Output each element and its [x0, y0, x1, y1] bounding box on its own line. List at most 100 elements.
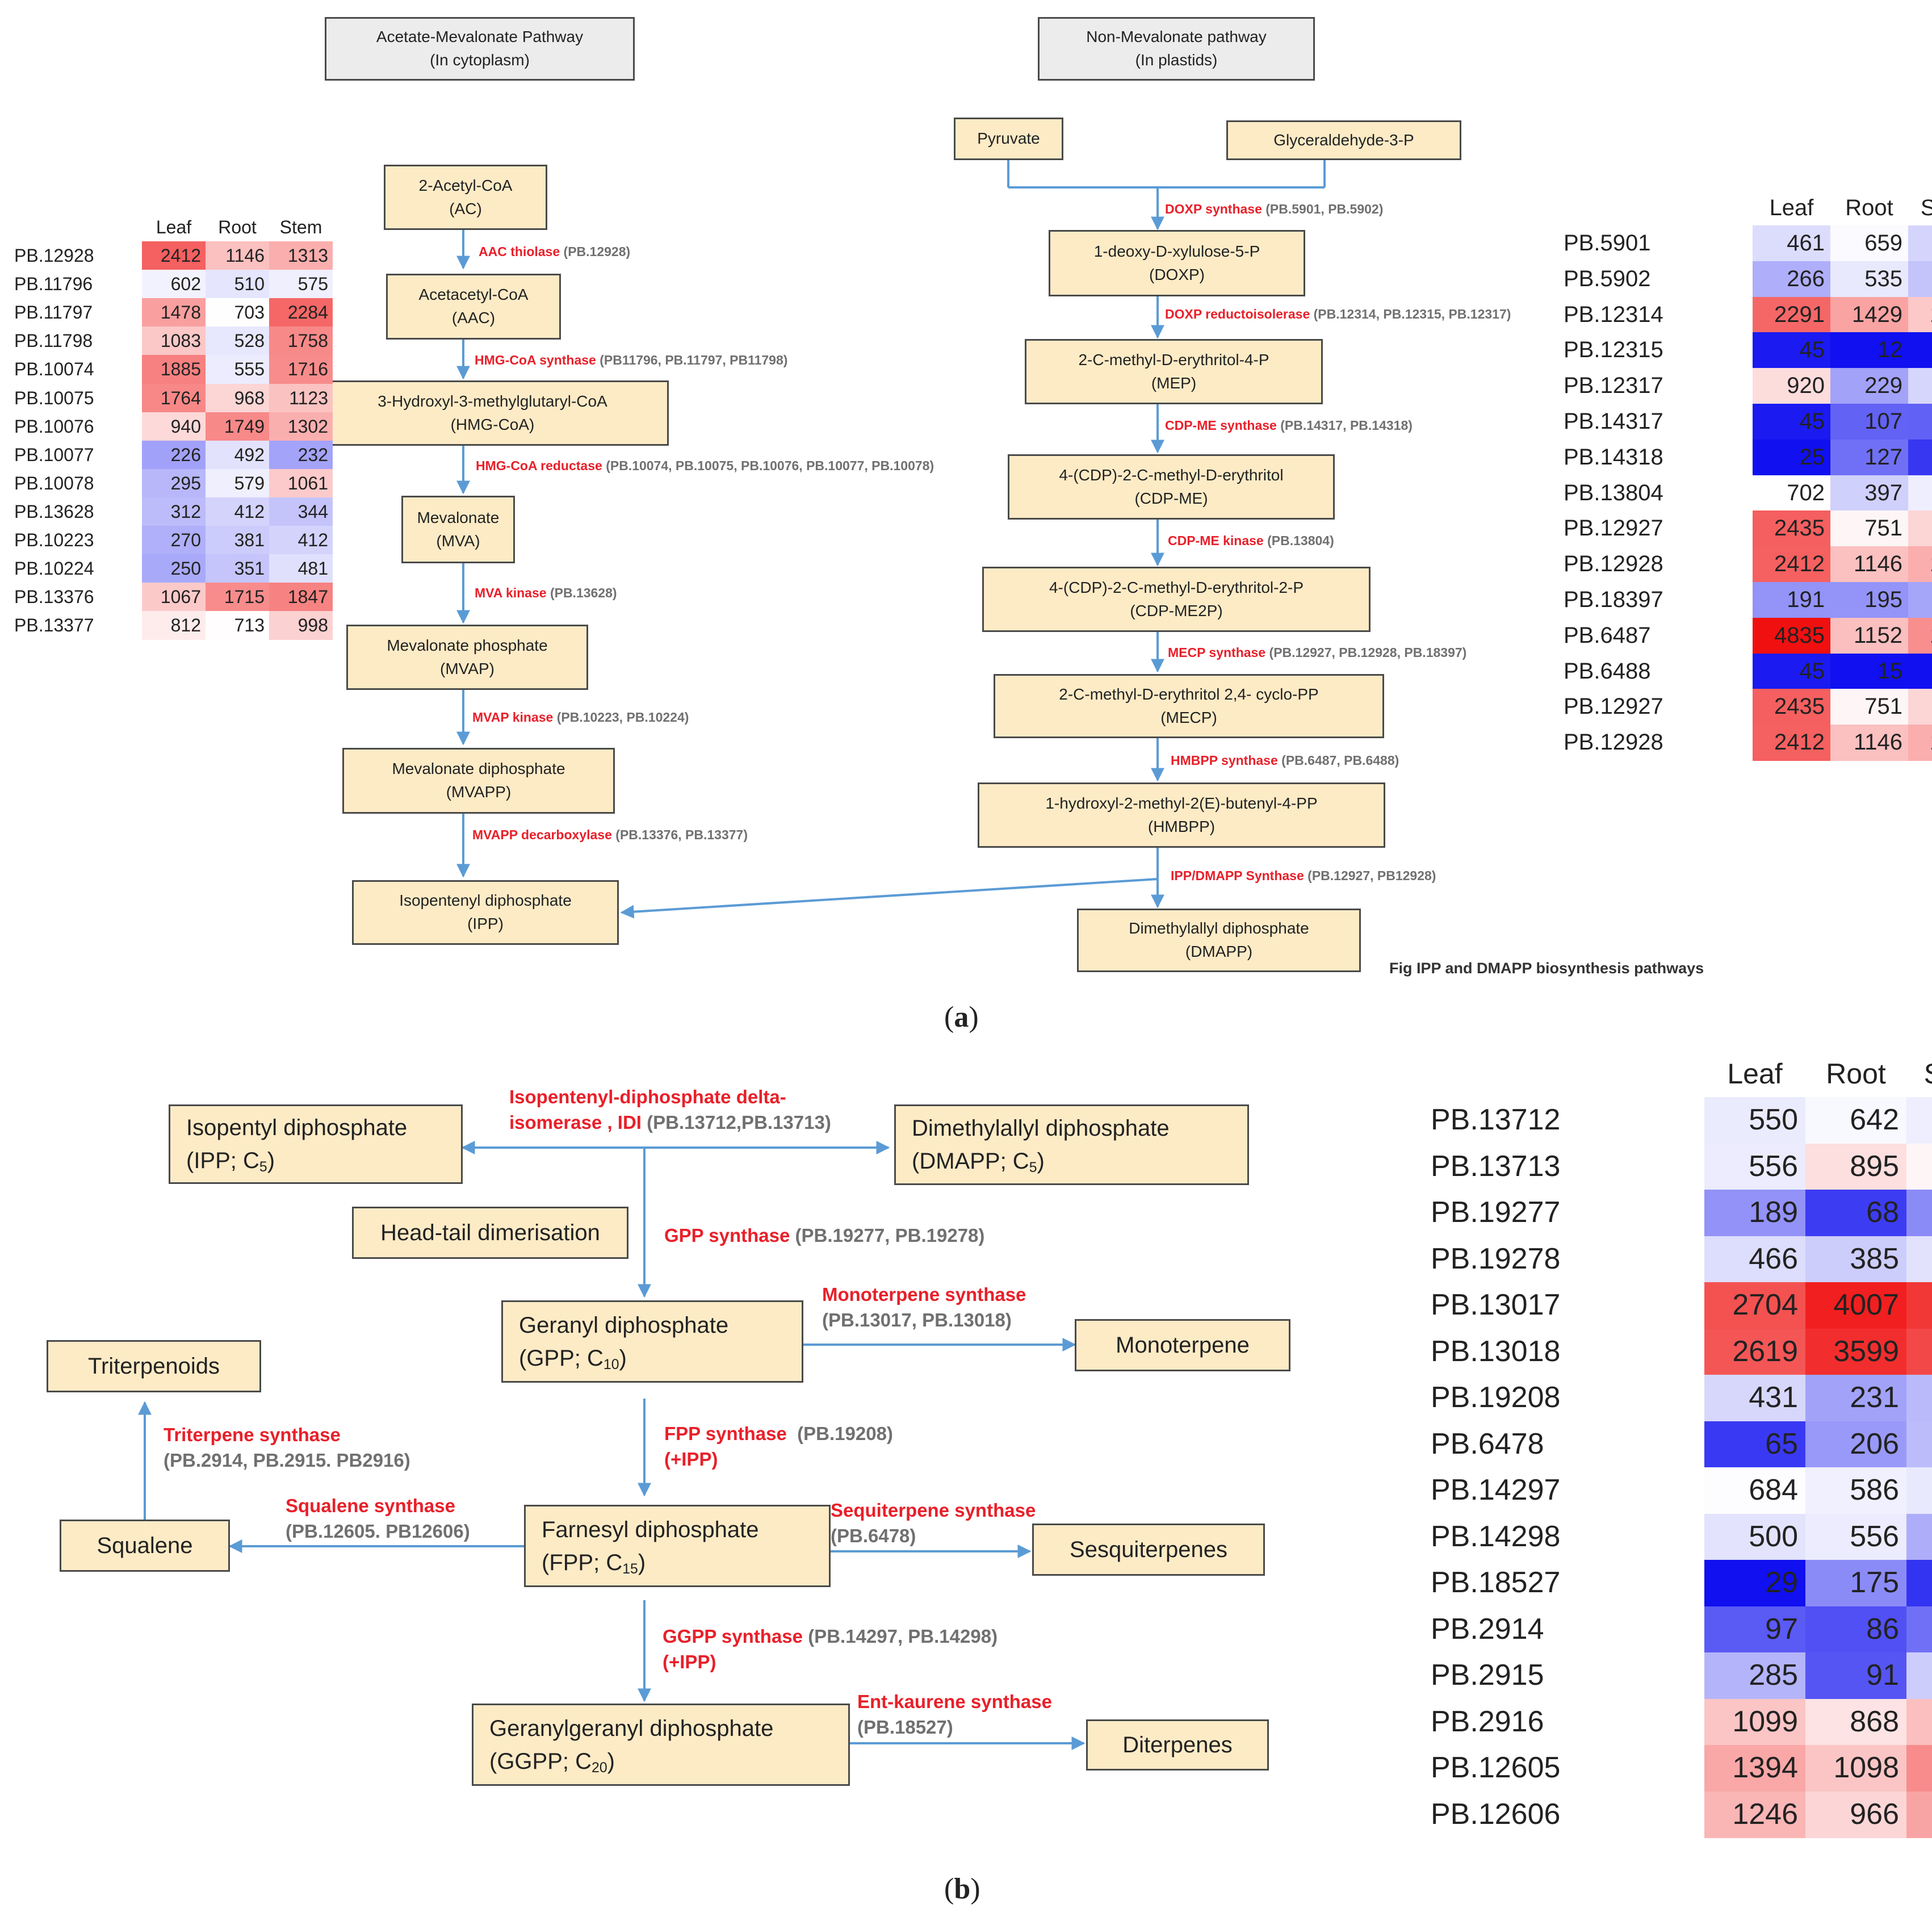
heatmap-cell: 2435 [1753, 510, 1830, 547]
heatmap-row-label: PB.10224 [14, 558, 94, 579]
heatmap-cell: 45 [1753, 332, 1830, 369]
enzyme-mvapp-decarboxylase: MVAPP decarboxylase (PB.13376, PB.13377) [472, 827, 748, 842]
enzyme-gpp-synthase: GPP synthase (PB.19277, PB.19278) [664, 1225, 985, 1246]
heatmap-cell: 461 [1753, 225, 1830, 262]
node-mep: 2-C-methyl-D-erythritol-4-P(MEP) [1025, 339, 1323, 404]
heatmap-cell: 29 [1704, 1560, 1805, 1607]
heatmap-row-label: PB.5901 [1564, 231, 1651, 256]
heatmap-cell: 195 [1830, 582, 1908, 618]
heatmap-cell: 1394 [1704, 1745, 1805, 1792]
node-acetacetyl-coa: Acetacetyl-CoA(AAC) [386, 274, 561, 340]
heatmap-row-label: PB.18397 [1564, 587, 1663, 612]
heatmap-cell: 3314 [1906, 1282, 1932, 1329]
heatmap-row-label: PB.13017 [1431, 1288, 1561, 1321]
enzyme-hmbpp-synthase: HMBPP synthase (PB.6487, PB.6488) [1171, 753, 1399, 768]
heatmap-cell: 920 [1753, 368, 1830, 404]
heatmap-row-label: PB.13018 [1431, 1334, 1561, 1368]
enzyme-ipp-dmapp-synthase: IPP/DMAPP Synthase (PB.12927, PB12928) [1171, 868, 1436, 883]
node-monoterpene: Monoterpene [1075, 1319, 1290, 1371]
node-ipp-b: Isopentyl diphosphate (IPP; C5) [169, 1104, 463, 1184]
heatmap-column-header: Root [218, 217, 257, 237]
heatmap-cell: 1764 [142, 383, 206, 413]
heatmap-row-label: PB.6488 [1564, 658, 1651, 684]
heatmap-cell: 895 [1805, 1143, 1906, 1190]
heatmap-cell: 1885 [142, 355, 206, 384]
node-ipp: Isopentenyl diphosphate(IPP) [352, 880, 619, 945]
heatmap-cell: 751 [1830, 510, 1908, 547]
node-pyruvate: Pyruvate [954, 118, 1063, 160]
heatmap-cell: 4835 [1753, 617, 1830, 654]
enzyme-doxp-synthase: DOXP synthase (PB.5901, PB.5902) [1165, 202, 1384, 216]
heatmap-cell: 189 [1704, 1190, 1805, 1237]
heatmap-row-label: PB.12606 [1431, 1797, 1561, 1831]
heatmap-cell: 555 [206, 355, 269, 384]
heatmap-cell: 1154 [1906, 1698, 1932, 1746]
heatmap-row-label: PB.10074 [14, 359, 94, 380]
heatmap-row-label: PB.11798 [14, 330, 93, 351]
heatmap-cell: 550 [1704, 1097, 1805, 1144]
heatmap-row-label: PB.14297 [1431, 1474, 1561, 1506]
heatmap-cell: 262 [1906, 1513, 1932, 1560]
node-mevalonate: Mevalonate(MVA) [401, 496, 515, 563]
heatmap-cell: 25 [1753, 439, 1830, 476]
node-head-tail: Head-tail dimerisation [352, 1207, 628, 1259]
node-cdp-me: 4-(CDP)-2-C-methyl-D-erythritol(CDP-ME) [1008, 454, 1335, 520]
heatmap-cell: 1083 [142, 327, 206, 355]
heatmap-cell: 1426 [1906, 1791, 1932, 1838]
heatmap-cell: 1146 [1830, 725, 1908, 761]
heatmap-row-label: PB.13377 [14, 615, 94, 636]
node-fpp: Farnesyl diphosphate (FPP; C15) [524, 1505, 831, 1587]
node-sesquiterpenes: Sesquiterpenes [1032, 1524, 1265, 1576]
heatmap-row-label: PB.13713 [1431, 1149, 1561, 1183]
heatmap-cell: 206 [1805, 1421, 1906, 1468]
heatmap-cell: 602 [142, 270, 206, 299]
heatmap-cell: 684 [1704, 1467, 1805, 1514]
heatmap-cell: 940 [142, 412, 206, 441]
heatmap-row-label: PB.12317 [1564, 373, 1663, 399]
heatmap-cell: 1123 [269, 383, 333, 413]
fpp-formula: (FPP; C15) [542, 1550, 646, 1577]
heatmap-row-label: PB.14317 [1564, 409, 1663, 434]
heatmap-row-label: PB.14318 [1564, 444, 1663, 470]
enzyme-sesquiterpene-synthase: Sequiterpene synthase (PB.6478) [831, 1500, 1036, 1546]
heatmap-cell: 812 [142, 611, 206, 640]
heatmap-row-label: PB.19278 [1431, 1242, 1561, 1275]
heatmap-row-label: PB.10078 [14, 472, 94, 493]
enzyme-aac-thiolase: AAC thiolase (PB.12928) [479, 244, 631, 259]
heatmap-cell: 45 [1753, 404, 1830, 440]
heatmap-cell: 12 [1830, 332, 1908, 369]
enzyme-idi-line2: isomerase , IDI (PB.13712,PB.13713) [509, 1111, 831, 1133]
heatmap-cell: 703 [206, 298, 269, 327]
enzyme-mvap-kinase: MVAP kinase (PB.10223, PB.10224) [472, 710, 689, 725]
heatmap-cell: 642 [1805, 1097, 1906, 1144]
heatmap-cell: 65 [1704, 1421, 1805, 1468]
heatmap-cell: 45 [1753, 653, 1830, 689]
heatmap-cell: 713 [206, 611, 269, 640]
heatmap-row-label: PB.12927 [1564, 694, 1663, 719]
heatmap-cell: 868 [1805, 1698, 1906, 1746]
node-mevalonate-phosphate: Mevalonate phosphate(MVAP) [346, 625, 588, 690]
heatmap-cell: 1749 [206, 412, 269, 441]
heatmap-row-label: PB.19208 [1431, 1381, 1561, 1414]
enzyme-ent-kaurene-synthase: Ent-kaurene synthase (PB.18527) [857, 1691, 1052, 1738]
heatmap-cell: 191 [1753, 582, 1830, 618]
heatmap-cell: 2704 [1704, 1282, 1805, 1329]
heatmap-cell: 751 [1830, 689, 1908, 725]
heatmap-cell: 1302 [269, 412, 333, 441]
heatmap-column-header: Root [1826, 1058, 1886, 1090]
node-diterpenes: Diterpenes [1086, 1719, 1269, 1771]
heatmap-cell: 107 [1830, 404, 1908, 440]
heatmap-cell: 1313 [1908, 546, 1932, 583]
ipp-formula: (IPP; C5) [186, 1148, 275, 1175]
enzyme-mecp-synthase: MECP synthase (PB.12927, PB.12928, PB.18… [1168, 645, 1467, 660]
heatmap-cell: 1847 [269, 583, 333, 612]
heatmap-cell: 538 [1906, 1467, 1932, 1514]
heatmap-cell: 528 [206, 327, 269, 355]
heatmap-column-header: Leaf [156, 217, 192, 237]
heatmap-cell: 344 [269, 497, 333, 526]
heatmap-row-label: PB.2915 [1431, 1659, 1544, 1692]
figure-caption: Fig IPP and DMAPP biosynthesis pathways [1389, 960, 1704, 977]
heatmap-row-label: PB.13804 [1564, 480, 1663, 505]
heatmap-cell: 493 [1906, 1236, 1932, 1283]
